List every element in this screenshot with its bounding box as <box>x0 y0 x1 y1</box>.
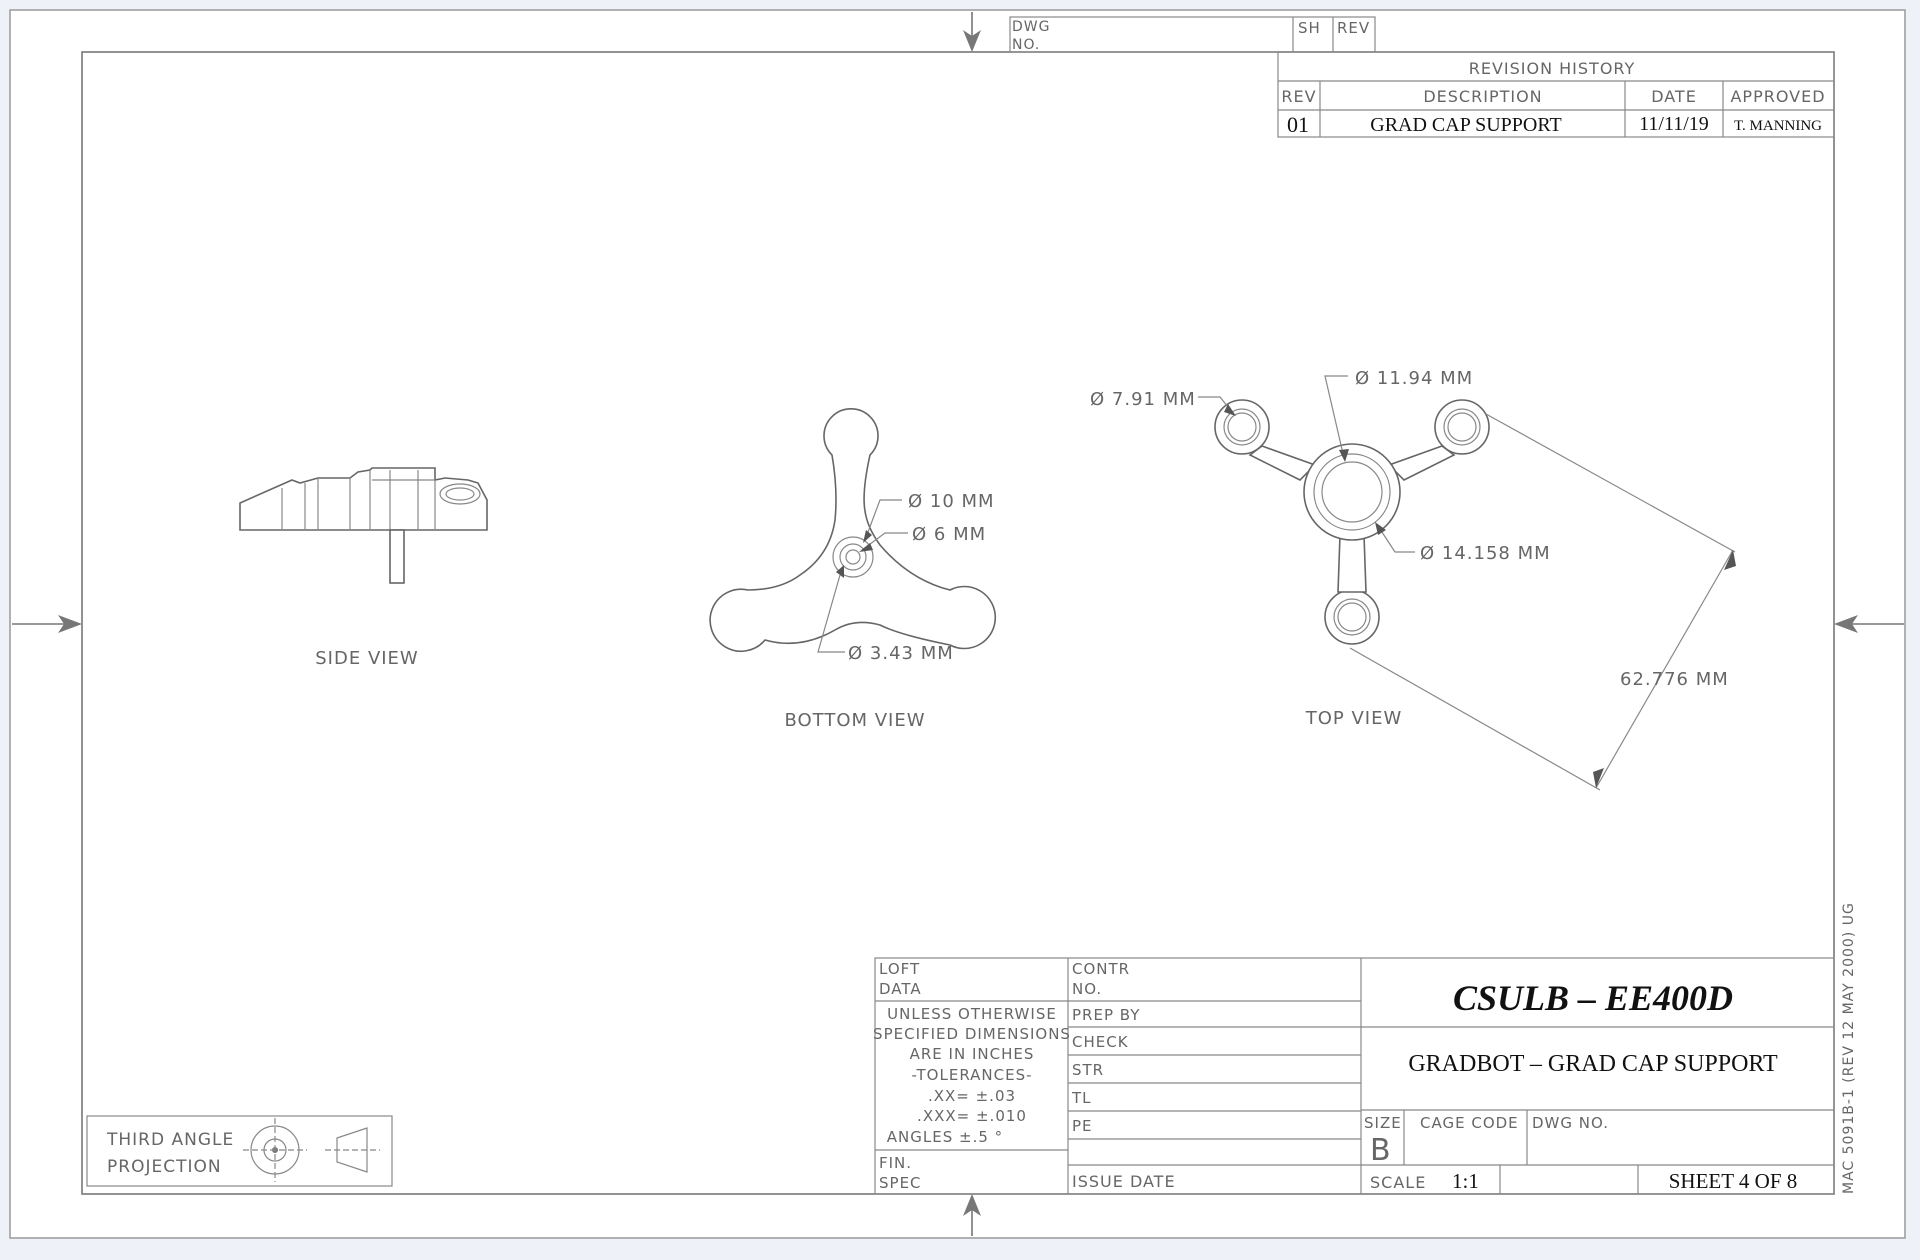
fin-spec-label-1: FIN. <box>879 1154 912 1172</box>
form-number-note: MAC 5091B-1 (REV 12 MAY 2000) UG <box>1841 902 1857 1194</box>
projection-symbol-icon <box>243 1118 380 1182</box>
top-view-leaders <box>1198 375 1736 791</box>
bottom-dim-3-43mm: Ø 3.43 MM <box>848 643 954 664</box>
tolerance-line: SPECIFIED DIMENSIONS <box>873 1025 1071 1043</box>
scale-value: 1:1 <box>1452 1169 1479 1193</box>
issue-date-label: ISSUE DATE <box>1072 1172 1176 1191</box>
tolerance-line: .XX= ±.03 <box>928 1087 1016 1105</box>
drawing-title: GRADBOT – GRAD CAP SUPPORT <box>1408 1051 1778 1077</box>
title-block: LOFT DATA CONTR NO. UNLESS OTHERWISE SPE… <box>873 957 1835 1195</box>
revision-history-title: REVISION HISTORY <box>1469 59 1636 78</box>
sheet-number: SHEET 4 OF 8 <box>1669 1169 1798 1193</box>
dwg-no-label-2: NO. <box>1012 37 1040 53</box>
tolerances-note: UNLESS OTHERWISE SPECIFIED DIMENSIONS AR… <box>873 1005 1071 1146</box>
side-view-drawing <box>239 467 488 584</box>
bottom-view-leaders <box>817 499 908 653</box>
projection-line-1: THIRD ANGLE <box>106 1130 234 1150</box>
dwg-no-label-1: DWG <box>1012 19 1050 35</box>
sh-label: SH <box>1298 19 1321 37</box>
rev-value: 01 <box>1287 112 1309 137</box>
top-view-drawing <box>1214 399 1490 645</box>
loft-data-label-1: LOFT <box>879 960 920 978</box>
tolerance-line: ARE IN INCHES <box>910 1045 1035 1063</box>
bottom-dim-10mm: Ø 10 MM <box>908 491 995 512</box>
contr-no-label-1: CONTR <box>1072 960 1130 978</box>
description-value: GRAD CAP SUPPORT <box>1370 114 1561 136</box>
top-view-label: TOP VIEW <box>1305 708 1403 729</box>
third-angle-projection-box: THIRD ANGLE PROJECTION <box>86 1115 393 1187</box>
size-value: B <box>1370 1133 1392 1168</box>
contr-no-label-2: NO. <box>1072 980 1102 998</box>
company-title: CSULB – EE400D <box>1453 978 1733 1018</box>
approved-value: T. MANNING <box>1734 118 1822 134</box>
description-header: DESCRIPTION <box>1423 87 1542 106</box>
center-arrow-left <box>12 615 82 633</box>
side-view-label: SIDE VIEW <box>315 648 418 669</box>
top-dim-14-158mm: Ø 14.158 MM <box>1420 543 1551 564</box>
signoff-check: CHECK <box>1072 1033 1129 1051</box>
tolerance-line: -TOLERANCES- <box>911 1066 1032 1084</box>
center-arrow-top <box>963 12 981 52</box>
signoff-pe: PE <box>1072 1117 1093 1135</box>
tolerance-line: .XXX= ±.010 <box>917 1107 1027 1125</box>
rev-label: REV <box>1337 19 1370 37</box>
signoff-prep-by: PREP BY <box>1072 1006 1140 1024</box>
tolerance-line: UNLESS OTHERWISE <box>887 1005 1057 1023</box>
projection-line-2: PROJECTION <box>107 1157 222 1177</box>
bottom-view-label: BOTTOM VIEW <box>784 710 925 731</box>
tolerance-line: ANGLES ±.5 ° <box>887 1128 1003 1146</box>
date-header: DATE <box>1651 87 1697 106</box>
top-dwg-block: DWG NO. SH REV <box>1009 16 1376 53</box>
revision-history-table: REVISION HISTORY REV DESCRIPTION DATE AP… <box>1277 51 1835 138</box>
dwg-no-title-label: DWG NO. <box>1532 1114 1609 1132</box>
top-dim-7-91mm: Ø 7.91 MM <box>1090 389 1196 410</box>
signoff-tl: TL <box>1071 1089 1092 1107</box>
rev-header: REV <box>1281 87 1316 106</box>
cage-code-label: CAGE CODE <box>1420 1114 1519 1132</box>
scale-label: SCALE <box>1370 1173 1426 1192</box>
loft-data-label-2: DATA <box>879 980 922 998</box>
size-label: SIZE <box>1364 1114 1402 1132</box>
center-arrow-right <box>1834 615 1904 633</box>
bottom-view-drawing <box>709 408 997 653</box>
bottom-dim-6mm: Ø 6 MM <box>912 524 986 545</box>
top-dim-62-776mm: 62.776 MM <box>1620 669 1729 690</box>
center-arrow-bottom <box>963 1194 981 1236</box>
approved-header: APPROVED <box>1730 87 1825 106</box>
fin-spec-label-2: SPEC <box>879 1174 922 1192</box>
signoff-str: STR <box>1072 1061 1104 1079</box>
date-value: 11/11/19 <box>1639 113 1709 135</box>
top-dim-11-94mm: Ø 11.94 MM <box>1355 368 1473 389</box>
